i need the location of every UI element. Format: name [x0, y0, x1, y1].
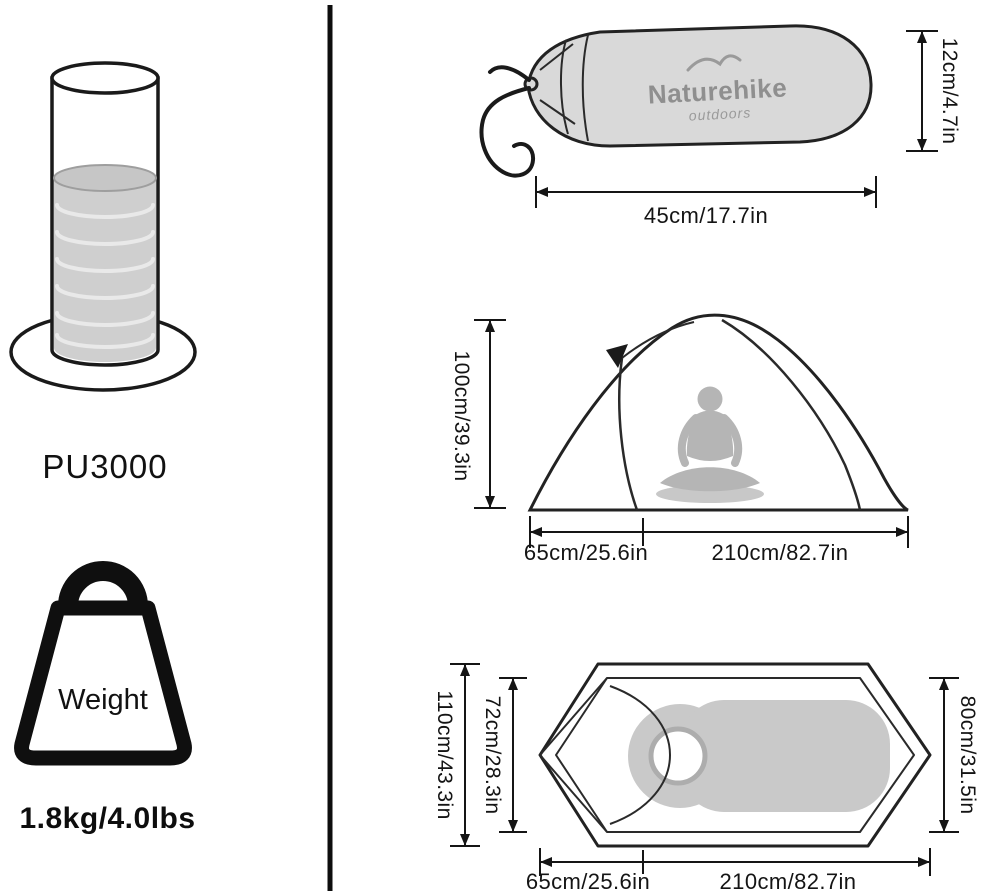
carry-bag-illustration — [479, 24, 873, 178]
waterproof-rating-label: PU3000 — [42, 448, 168, 485]
bag-body — [526, 24, 873, 148]
drawstring-cord — [488, 65, 531, 82]
top-length-label: 210cm/82.7in — [719, 869, 857, 894]
bag-height-label: 12cm/4.7in — [938, 37, 961, 145]
bag-pleat — [539, 43, 574, 71]
vent-flag — [606, 344, 628, 368]
person-silhouette — [656, 386, 764, 503]
vestibule-seam — [539, 677, 608, 756]
bag-height-dimension — [906, 30, 938, 152]
top-vestibule-label: 65cm/25.6in — [525, 869, 651, 894]
bag-pleat — [560, 39, 569, 135]
tent-inner-ridge — [621, 321, 695, 359]
top-bottom-dimension — [539, 848, 931, 876]
weight-value-label: 1.8kg/4.0lbs — [19, 802, 196, 835]
top-outer-width-dimension — [450, 663, 480, 847]
side-length-label: 210cm/82.7in — [711, 540, 849, 565]
top-outer-width-label: 110cm/43.3in — [433, 690, 456, 820]
brand-swoosh-icon — [686, 54, 742, 72]
sleeping-pad — [628, 700, 890, 812]
tent-height-label: 100cm/39.3in — [450, 350, 473, 482]
top-foot-width-dimension — [929, 677, 959, 833]
bag-length-dimension — [535, 176, 877, 208]
tent-height-dimension — [474, 319, 506, 509]
top-foot-width-label: 80cm/31.5in — [956, 695, 979, 815]
weight-body — [14, 600, 192, 766]
door-arc — [609, 685, 671, 825]
vestibule-seam — [539, 754, 608, 833]
tent-inner-seam-left — [618, 357, 639, 511]
weight-icon-label: Weight — [58, 684, 148, 716]
tent-side-view-illustration — [527, 313, 909, 512]
tent-side-bottom-dimension — [529, 516, 909, 548]
waterproof-test-tube-icon — [9, 61, 197, 392]
bag-length-label: 45cm/17.7in — [643, 203, 769, 228]
bag-pleat — [539, 99, 576, 125]
drawstring-cord — [479, 86, 536, 178]
weight-icon — [14, 561, 192, 766]
tent-top-view-illustration — [538, 662, 932, 848]
side-vestibule-label: 65cm/25.6in — [523, 540, 649, 565]
top-inner-width-label: 72cm/28.3in — [481, 695, 504, 815]
tent-inner-seam-right — [721, 318, 862, 511]
top-inner-width-dimension — [499, 677, 527, 833]
meditation-mat — [656, 485, 764, 503]
bag-pleat — [581, 34, 589, 142]
pad-hood-hole — [648, 726, 708, 786]
weight-handle — [58, 561, 148, 607]
